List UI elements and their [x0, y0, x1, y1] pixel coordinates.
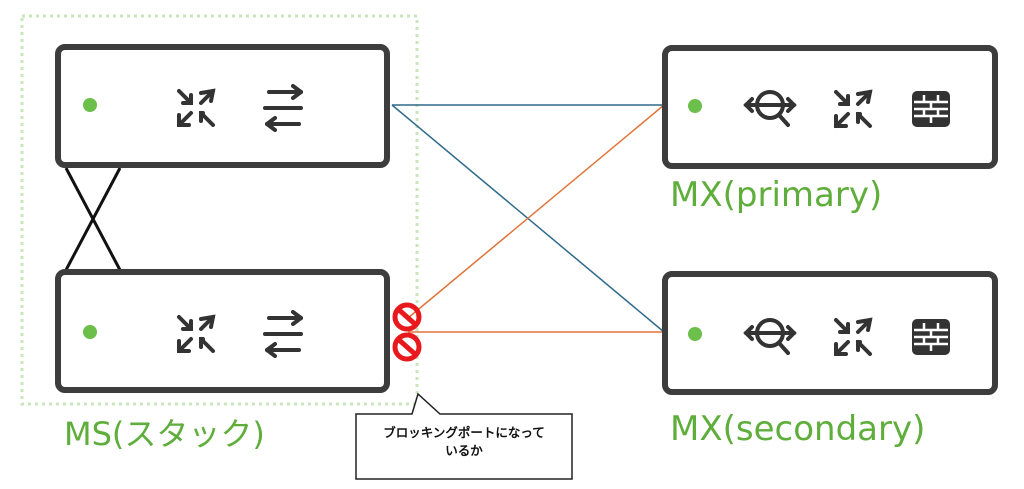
- firewall-icon: [912, 319, 950, 355]
- switch-arrows-icon: [177, 314, 216, 353]
- stack-group-outline: [20, 14, 419, 406]
- stack-cable-2: [64, 167, 122, 271]
- status-led: [688, 99, 702, 113]
- callout-line-2: いるか: [445, 443, 483, 458]
- search-globe-icon: [743, 90, 797, 127]
- mx-secondary-label: MX(secondary): [670, 409, 926, 449]
- status-led: [688, 327, 702, 341]
- bidirectional-arrows-icon: [263, 84, 303, 132]
- ms-switch-bottom: [55, 269, 390, 393]
- callout-text: ブロッキングポートになって いるか: [356, 424, 572, 460]
- firewall-icon: [912, 91, 950, 127]
- search-globe-icon: [743, 318, 797, 355]
- switch-arrows-icon: [177, 88, 216, 127]
- ms-switch-top: [55, 44, 390, 168]
- status-led: [83, 98, 97, 112]
- bidirectional-arrows-icon: [263, 310, 303, 358]
- switch-arrows-icon: [834, 317, 873, 356]
- switch-arrows-icon: [834, 89, 873, 128]
- callout-line-1: ブロッキングポートになって: [383, 425, 545, 440]
- mx-primary-appliance: [662, 45, 998, 169]
- status-led: [83, 325, 97, 339]
- mx-primary-label: MX(primary): [670, 175, 883, 215]
- mx-secondary-appliance: [662, 271, 998, 395]
- blocked-port-icon: [392, 302, 422, 332]
- blocked-port-icon: [392, 332, 422, 362]
- link-ms2-mx-primary: [407, 104, 665, 319]
- ms-stack-label: MS(スタック): [64, 415, 265, 453]
- callout-bubble: [355, 392, 573, 480]
